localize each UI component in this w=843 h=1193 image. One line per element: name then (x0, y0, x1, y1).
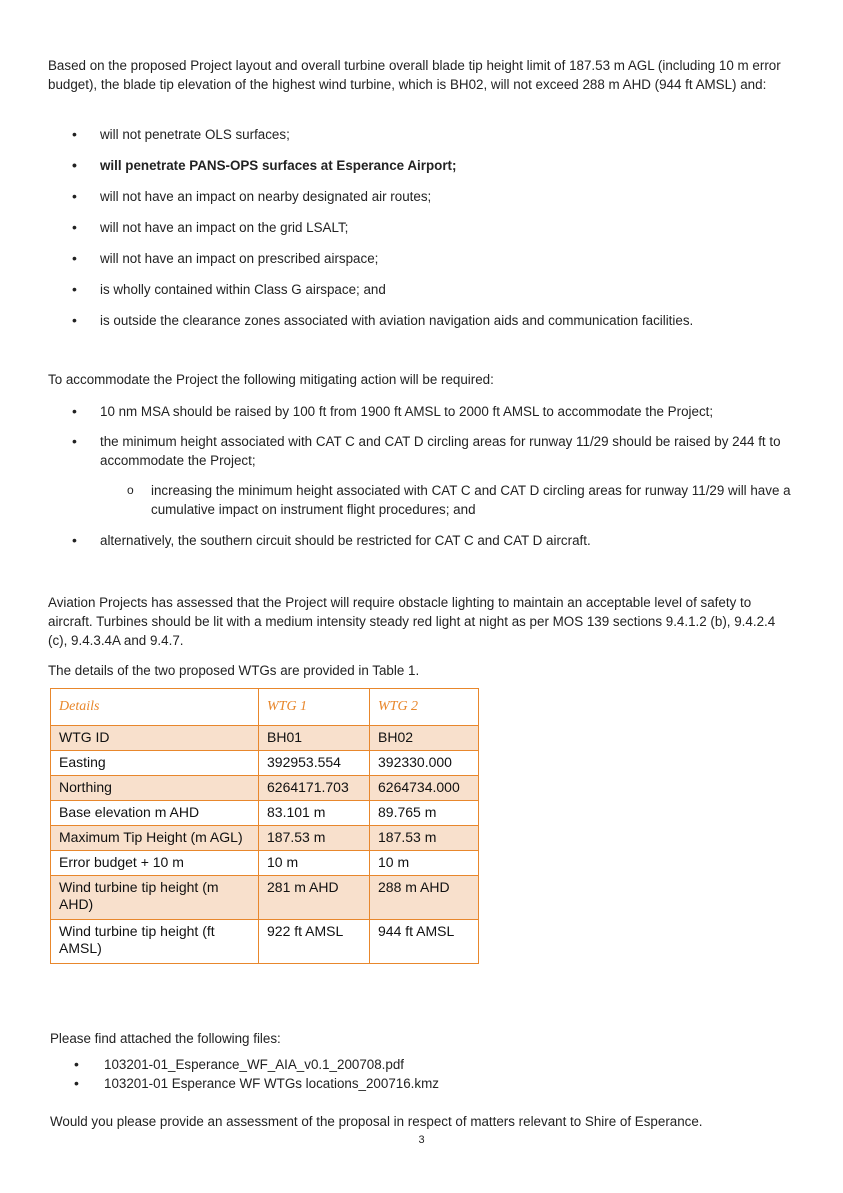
list-item: will not have an impact on the grid LSAL… (48, 218, 788, 237)
table-row: Maximum Tip Height (m AGL) 187.53 m 187.… (50, 825, 479, 851)
list-item: 103201-01 Esperance WF WTGs locations_20… (50, 1074, 790, 1093)
impact-list: will not penetrate OLS surfaces; will pe… (48, 125, 788, 330)
header-cell: WTG 1 (258, 688, 370, 726)
table-cell: 6264171.703 (258, 775, 370, 801)
closing-paragraph: Would you please provide an assessment o… (50, 1114, 703, 1129)
page-number: 3 (418, 1134, 425, 1146)
list-item: the minimum height associated with CAT C… (48, 432, 783, 470)
list-item: will not have an impact on prescribed ai… (48, 249, 788, 268)
wtg-details-table: Details WTG 1 WTG 2 WTG ID BH01 BH02 Eas… (50, 688, 479, 964)
table-row: Wind turbine tip height (m AHD) 281 m AH… (50, 875, 479, 920)
table-cell: 288 m AHD (369, 875, 479, 920)
attached-files-list: 103201-01_Esperance_WF_AIA_v0.1_200708.p… (50, 1055, 790, 1093)
table-cell: Easting (50, 750, 259, 776)
table-header-row: Details WTG 1 WTG 2 (50, 688, 479, 726)
table-cell: 944 ft AMSL (369, 919, 479, 964)
table-cell: 922 ft AMSL (258, 919, 370, 964)
table-cell: Wind turbine tip height (m AHD) (50, 875, 259, 920)
table-cell: 6264734.000 (369, 775, 479, 801)
lighting-paragraph: Aviation Projects has assessed that the … (48, 595, 776, 648)
files-intro: Please find attached the following files… (50, 1031, 281, 1046)
intro-paragraph: Based on the proposed Project layout and… (48, 58, 781, 92)
table-cell: Error budget + 10 m (50, 850, 259, 876)
table-cell: 187.53 m (369, 825, 479, 851)
table-row: Wind turbine tip height (ft AMSL) 922 ft… (50, 919, 479, 964)
table-cell: Wind turbine tip height (ft AMSL) (50, 919, 259, 964)
mitigation-intro: To accommodate the Project the following… (48, 372, 494, 387)
table-row: Base elevation m AHD 83.101 m 89.765 m (50, 800, 479, 826)
mitigation-alternative-list: alternatively, the southern circuit shou… (48, 531, 788, 550)
table-cell: 392953.554 (258, 750, 370, 776)
list-item: is wholly contained within Class G airsp… (48, 280, 788, 299)
list-item: 10 nm MSA should be raised by 100 ft fro… (48, 402, 783, 421)
table-cell: 281 m AHD (258, 875, 370, 920)
list-item: will penetrate PANS-OPS surfaces at Espe… (48, 156, 788, 175)
header-cell: Details (50, 688, 259, 726)
table-cell: BH02 (369, 725, 479, 751)
list-item: will not have an impact on nearby design… (48, 187, 788, 206)
table-row: Easting 392953.554 392330.000 (50, 750, 479, 776)
table-cell: 187.53 m (258, 825, 370, 851)
list-item: will not penetrate OLS surfaces; (48, 125, 788, 144)
table-cell: Northing (50, 775, 259, 801)
list-item: alternatively, the southern circuit shou… (48, 531, 788, 550)
list-item: increasing the minimum height associated… (127, 481, 792, 519)
table-row: Error budget + 10 m 10 m 10 m (50, 850, 479, 876)
header-cell: WTG 2 (369, 688, 479, 726)
mitigation-sublist: increasing the minimum height associated… (127, 481, 792, 519)
table-cell: 89.765 m (369, 800, 479, 826)
list-item: 103201-01_Esperance_WF_AIA_v0.1_200708.p… (50, 1055, 790, 1074)
table-cell: 10 m (369, 850, 479, 876)
mitigation-list: 10 nm MSA should be raised by 100 ft fro… (48, 402, 783, 470)
table-row: WTG ID BH01 BH02 (50, 725, 479, 751)
table-cell: 83.101 m (258, 800, 370, 826)
list-item: is outside the clearance zones associate… (48, 311, 788, 330)
table-intro: The details of the two proposed WTGs are… (48, 663, 420, 678)
table-cell: Maximum Tip Height (m AGL) (50, 825, 259, 851)
table-cell: Base elevation m AHD (50, 800, 259, 826)
table-cell: 392330.000 (369, 750, 479, 776)
table-cell: BH01 (258, 725, 370, 751)
table-row: Northing 6264171.703 6264734.000 (50, 775, 479, 801)
table-cell: WTG ID (50, 725, 259, 751)
table-cell: 10 m (258, 850, 370, 876)
